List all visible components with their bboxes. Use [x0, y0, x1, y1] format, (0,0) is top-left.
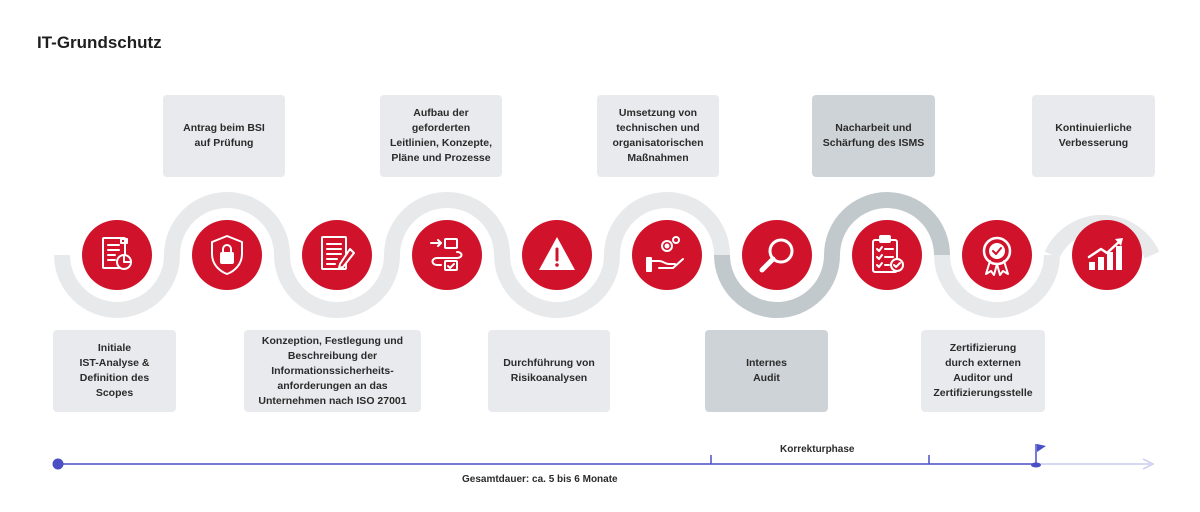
track-segment: [164, 192, 290, 256]
step-circle: [742, 220, 812, 290]
phase-label: Korrekturphase: [780, 444, 855, 455]
step-label-10: Kontinuierliche Verbesserung: [1032, 95, 1155, 177]
track-segment: [54, 254, 180, 318]
step-circle: [632, 220, 702, 290]
step-label-3: Konzeption, Festlegung und Beschreibung …: [244, 330, 421, 412]
page-title: IT-Grundschutz: [37, 33, 162, 52]
track-segment: [604, 192, 730, 256]
process-flow-icon: [430, 238, 463, 271]
step-label-5: Durchführung von Risikoanalysen: [488, 330, 610, 412]
step-circle: [82, 220, 152, 290]
shield-lock-icon: [211, 235, 243, 275]
track-segment: [274, 254, 400, 318]
step-circle: [852, 220, 922, 290]
track-segment-highlight: [714, 254, 840, 318]
report-analysis-icon: [102, 237, 132, 270]
magnifier-icon: [759, 238, 794, 273]
timeline-start-dot: [52, 458, 64, 470]
track-segment-highlight: [824, 192, 950, 256]
timeline: [52, 444, 1155, 470]
step-label-8: Nacharbeit und Schärfung des ISMS: [812, 95, 935, 177]
warning-triangle-icon: [539, 237, 575, 270]
total-duration-label: Gesamtdauer: ca. 5 bis 6 Monate: [462, 474, 618, 485]
step-label-6: Umsetzung von technischen und organisato…: [597, 95, 719, 177]
step-label-2: Antrag beim BSI auf Prüfung: [163, 95, 285, 177]
step-label-1: Initiale IST-Analyse & Definition des Sc…: [53, 330, 176, 412]
clipboard-check-icon: [872, 235, 904, 273]
step-label-4: Aufbau der geforderten Leitlinien, Konze…: [380, 95, 502, 177]
document-pen-icon: [321, 236, 355, 270]
finish-flag-icon: [1031, 444, 1046, 468]
track-segment: [494, 254, 620, 318]
step-label-7: Internes Audit: [705, 330, 828, 412]
track-segment: [934, 254, 1060, 318]
growth-chart-icon: [1087, 238, 1123, 270]
track-segment: [384, 192, 510, 256]
hand-gears-icon: [646, 236, 684, 272]
timeline-arrow-icon: [1142, 458, 1155, 470]
step-circle: [412, 220, 482, 290]
step-label-9: Zertifizierung durch externen Auditor un…: [921, 330, 1045, 412]
award-badge-icon: [982, 236, 1012, 276]
